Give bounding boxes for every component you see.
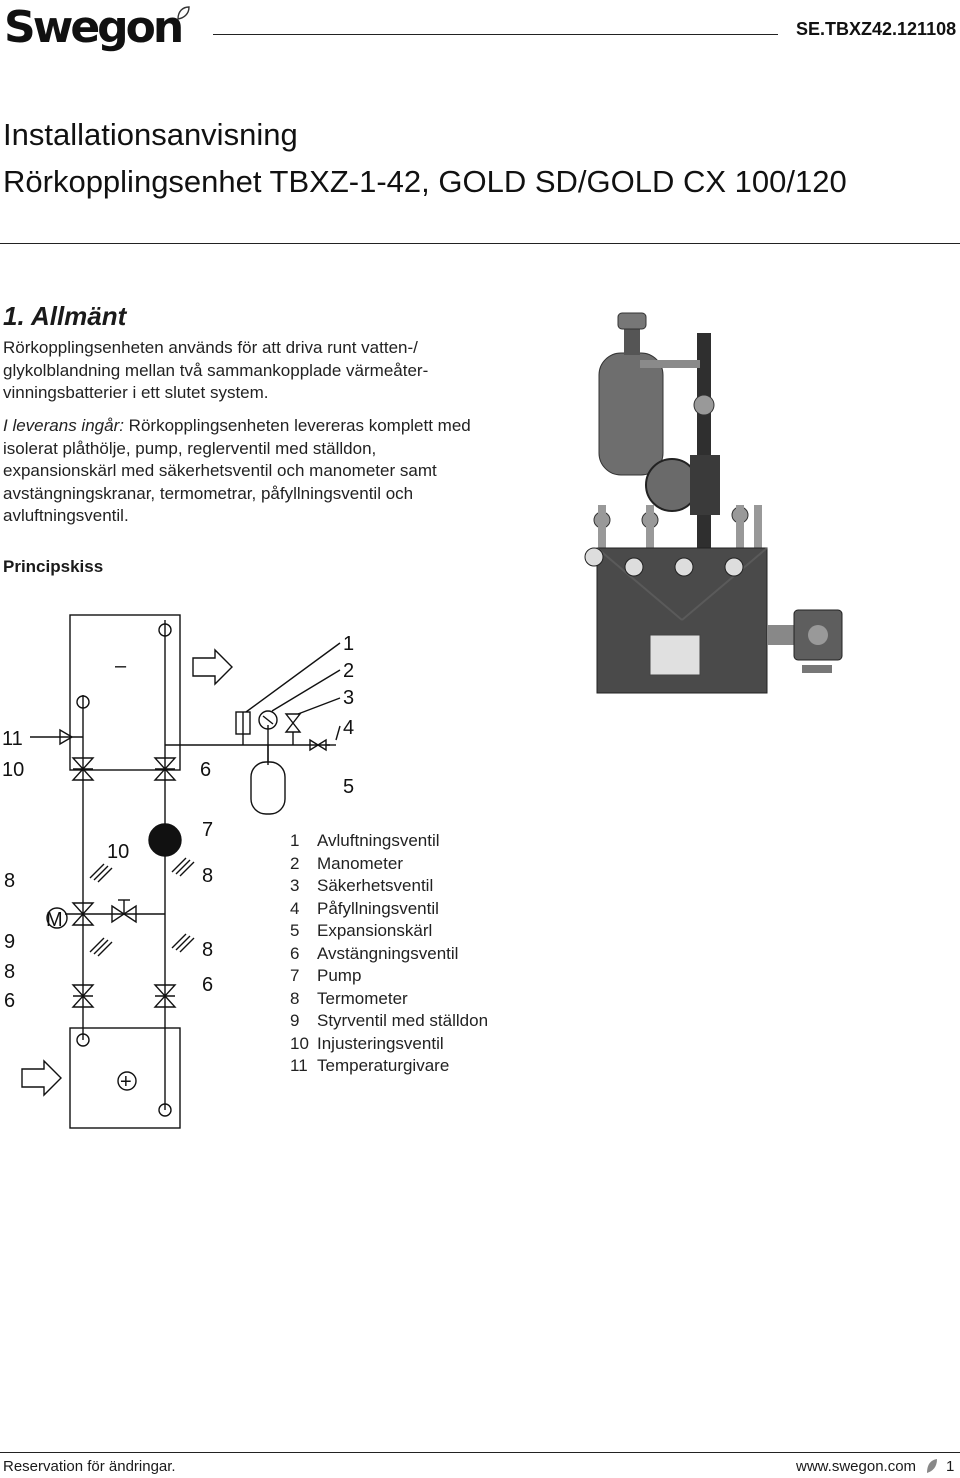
pump-symbol	[148, 823, 182, 857]
legend-item: 9 Styrventil med ställdon	[290, 1010, 550, 1033]
section-heading: 1. Allmänt	[3, 301, 127, 331]
callout-6-top: 6	[200, 759, 211, 781]
footer-disclaimer: Reservation för ändringar.	[3, 1458, 176, 1475]
title-divider	[0, 243, 960, 244]
diagram-heading: Principskiss	[3, 557, 104, 576]
legend-item: 10 Injusteringsventil	[290, 1033, 550, 1056]
lower-coil-box	[69, 1027, 181, 1129]
legend-item: 6 Avstängningsventil	[290, 943, 550, 966]
legend-number: 10	[290, 1033, 309, 1053]
callout-1: 1	[343, 633, 354, 655]
principle-diagram: – M	[2, 614, 354, 1129]
legend: 1 Avluftningsventil 2 Manometer 3 Säkerhetsve…	[290, 830, 550, 1078]
legend-number: 6	[290, 943, 300, 963]
legend-label: Manometer	[317, 853, 403, 873]
legend-label: Styrventil med ställdon	[317, 1011, 489, 1030]
flow-arrow-right	[21, 1059, 62, 1097]
callout-10-left: 10	[2, 759, 24, 781]
legend-number: 7	[290, 966, 300, 985]
legend-number: 5	[290, 921, 300, 940]
legend-label: Expansionskärl	[317, 921, 433, 940]
document-code: SE.TBXZ42.121108	[796, 19, 957, 39]
delivery-paragraph: I leverans ingår: Rörkopplingsenheten le…	[3, 415, 473, 528]
intro-paragraph: Rörkopplingsenheten används för att driv…	[3, 338, 429, 402]
callout-2: 2	[343, 660, 354, 682]
callout-5: 5	[343, 776, 354, 798]
legend-item: 11 Temperaturgivare	[290, 1055, 550, 1078]
callout-8-a: 8	[202, 865, 213, 887]
legend-number: 9	[290, 1011, 300, 1030]
legend-number: 4	[290, 898, 300, 918]
legend-number: 11	[290, 1056, 308, 1075]
legend-item: 7 Pump	[290, 965, 550, 988]
callout-8-left-b: 8	[4, 961, 15, 983]
legend-number: 3	[290, 876, 300, 895]
callout-4: 4	[343, 717, 354, 739]
lower-box-sign: +	[120, 1071, 132, 1093]
legend-label: Temperaturgivare	[317, 1056, 450, 1075]
delivery-body: Rörkopplingsenheten levereras komplett m…	[3, 416, 471, 525]
page-number: 1	[946, 1458, 955, 1475]
footer-url: www.swegon.com	[796, 1458, 917, 1475]
legend-item: 1 Avluftningsventil	[290, 830, 550, 853]
legend-number: 8	[290, 988, 300, 1008]
callout-8-b: 8	[202, 939, 213, 961]
callout-6-b: 6	[202, 974, 213, 996]
product-photo	[584, 312, 843, 694]
legend-label: Avstängningsventil	[317, 943, 459, 963]
legend-item: 8 Termometer	[290, 988, 550, 1011]
upper-box-sign: –	[115, 655, 127, 677]
document-title: Installationsanvisning	[3, 117, 298, 152]
legend-label: Termometer	[317, 988, 408, 1008]
callout-9: 9	[4, 931, 15, 953]
upper-coil-box	[69, 614, 181, 771]
legend-number: 1	[290, 831, 300, 850]
legend-number: 2	[290, 853, 300, 873]
legend-item: 5 Expansionskärl	[290, 920, 550, 943]
sensor-symbol	[158, 623, 172, 637]
delivery-lead: I leverans ingår:	[3, 416, 124, 435]
footer-divider	[0, 1452, 960, 1453]
legend-label: Injusteringsventil	[317, 1033, 444, 1053]
legend-label: Påfyllningsventil	[317, 898, 439, 918]
legend-item: 3 Säkerhetsventil	[290, 875, 550, 898]
leaf-icon	[927, 1459, 937, 1473]
callout-10-mid: 10	[107, 841, 129, 863]
callout-11: 11	[2, 728, 23, 750]
legend-label: Avluftningsventil	[317, 831, 440, 850]
callout-7: 7	[202, 819, 213, 841]
callout-6-left: 6	[4, 990, 15, 1012]
legend-item: 2 Manometer	[290, 853, 550, 876]
legend-label: Pump	[317, 966, 362, 985]
callout-3: 3	[343, 687, 354, 709]
header-divider	[213, 34, 778, 35]
valve-motor-label: M	[46, 909, 63, 931]
document-subtitle: Rörkopplingsenhet TBXZ-1-42, GOLD SD/GOL…	[3, 164, 847, 199]
legend-item: 4 Påfyllningsventil	[290, 898, 550, 921]
leaf-icon	[177, 6, 190, 20]
flow-arrow-right	[192, 648, 233, 686]
swegon-logo: Swegon	[4, 2, 184, 53]
callout-8-left: 8	[4, 870, 15, 892]
legend-label: Säkerhetsventil	[317, 876, 434, 895]
